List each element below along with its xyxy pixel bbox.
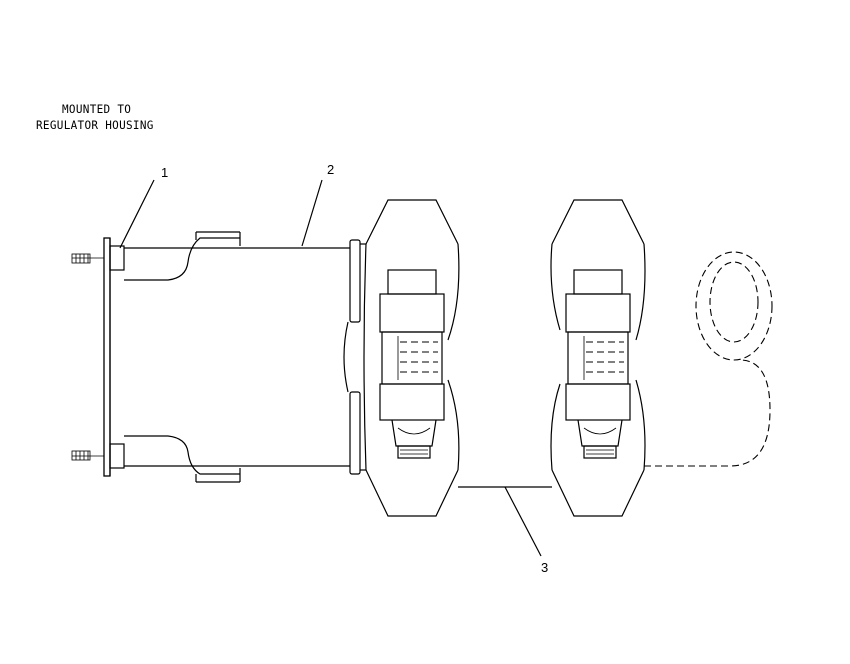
note-line-2: REGULATOR HOUSING: [36, 118, 154, 133]
wire-strap: [458, 251, 773, 488]
leader-line-2: [301, 179, 323, 247]
bracket: [124, 231, 366, 483]
leader-line-3: [504, 486, 542, 557]
leader-line-1: [119, 179, 155, 249]
mounting-plate: [71, 237, 125, 477]
clamp-2: [550, 199, 646, 517]
callout-2: 2: [327, 162, 335, 177]
note-line-1: MOUNTED TO: [62, 102, 132, 117]
callout-3: 3: [541, 560, 549, 575]
callout-1: 1: [161, 165, 169, 180]
clamp-1: [363, 199, 460, 517]
